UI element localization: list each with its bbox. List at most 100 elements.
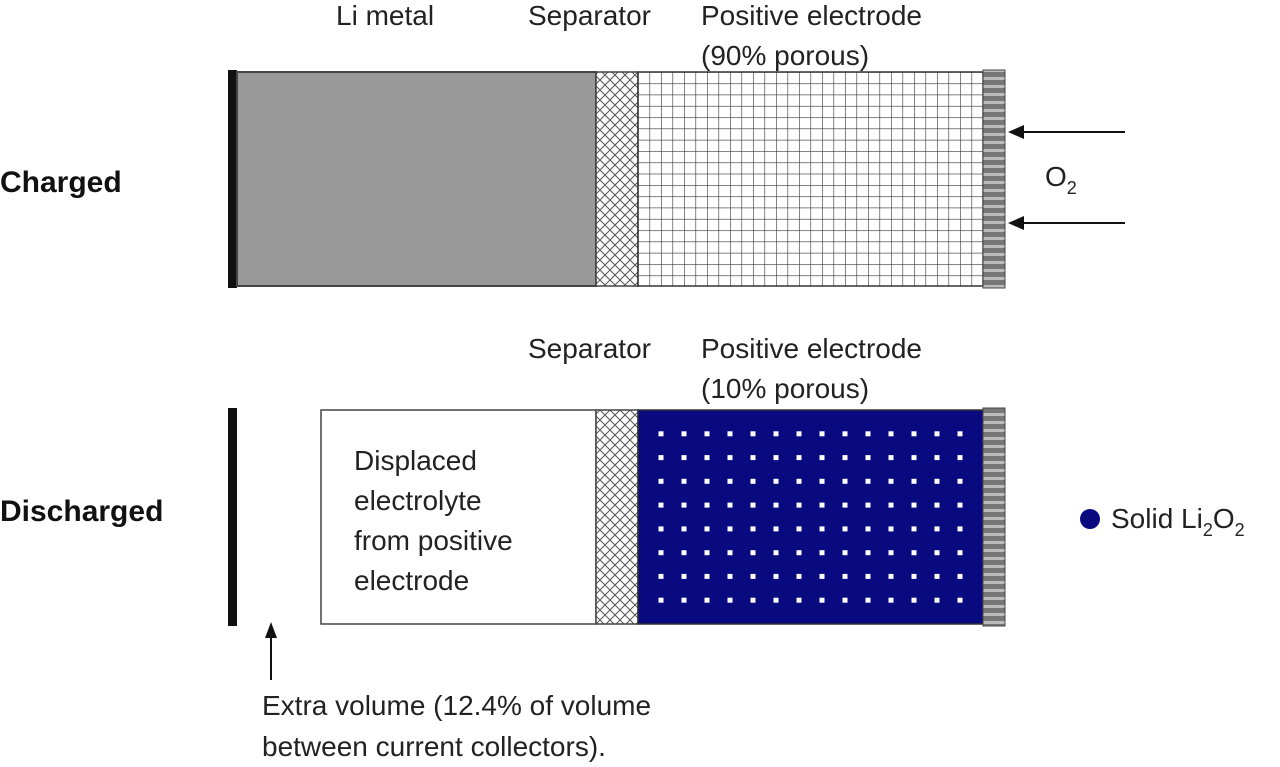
pore-speck [819, 526, 825, 532]
li2o2-particle [707, 577, 730, 600]
li2o2-particle [868, 434, 891, 457]
li2o2-particle [730, 410, 753, 433]
pore-speck [865, 455, 871, 461]
discharged-cell [228, 407, 1006, 680]
li2o2-particle [891, 506, 914, 528]
legend-label: Solid Li2O2 [1111, 503, 1245, 540]
pore-speck [911, 478, 917, 484]
li2o2-particle [799, 458, 822, 481]
pore-speck [819, 550, 825, 556]
li2o2-particle [914, 553, 937, 576]
pore-speck [957, 478, 963, 484]
li2o2-particle [684, 577, 707, 600]
li2o2-particle [707, 601, 730, 624]
li2o2-particle [730, 601, 753, 624]
pore-speck [681, 455, 687, 461]
pore-speck [704, 573, 710, 579]
li2o2-particle [707, 553, 730, 576]
li2o2-particle [661, 577, 684, 600]
li2o2-particle [638, 434, 661, 457]
pore-speck [842, 526, 848, 532]
li2o2-particle [799, 410, 822, 433]
li2o2-particle [822, 434, 845, 457]
pore-speck [681, 526, 687, 532]
li2o2-particle [661, 410, 684, 433]
li2o2-particle [845, 434, 868, 457]
positive-electrode-porous-grid [637, 71, 984, 287]
li2o2-particle [868, 601, 891, 624]
porosity-label-discharged: (10% porous) [701, 373, 869, 404]
li2o2-particle [914, 458, 937, 481]
pore-speck [727, 478, 733, 484]
pore-speck [819, 573, 825, 579]
li2o2-particle [730, 482, 753, 505]
li2o2-particle [799, 506, 822, 528]
li2o2-particle [845, 601, 868, 624]
li2o2-particle [730, 506, 753, 528]
li2o2-particle [638, 553, 661, 576]
li2o2-particle [868, 553, 891, 576]
pore-speck [934, 526, 940, 532]
pore-speck [727, 573, 733, 579]
li2o2-particle [684, 529, 707, 552]
li2o2-particle [799, 577, 822, 600]
li2o2-particle [776, 482, 799, 505]
li2o2-particle [661, 458, 684, 481]
pore-speck [911, 526, 917, 532]
li2o2-particle [845, 458, 868, 481]
pore-speck [704, 455, 710, 461]
li2o2-particle [753, 529, 776, 552]
o2-arrow-bottom [1008, 216, 1125, 230]
pore-speck [888, 502, 894, 508]
li2o2-particle [914, 529, 937, 552]
li-metal-label: Li metal [336, 0, 434, 31]
extra-volume-arrow [265, 622, 277, 680]
separator-label-discharged: Separator [528, 333, 651, 364]
pore-speck [727, 431, 733, 437]
pore-speck [773, 431, 779, 437]
pore-speck [727, 550, 733, 556]
pore-speck [934, 502, 940, 508]
li2o2-particle [638, 577, 661, 600]
li2o2-particle [960, 434, 983, 457]
pore-speck [957, 455, 963, 461]
pore-speck [658, 573, 664, 579]
li2o2-particle [638, 601, 661, 624]
pore-speck [819, 431, 825, 437]
li2o2-particle [707, 410, 730, 433]
pore-speck [842, 502, 848, 508]
pore-speck [888, 478, 894, 484]
pore-speck [934, 478, 940, 484]
pore-speck [658, 455, 664, 461]
li2o2-particle [661, 529, 684, 552]
li2o2-particle [822, 577, 845, 600]
pore-speck [658, 502, 664, 508]
li2o2-particle [753, 458, 776, 481]
negative-current-collector [228, 70, 237, 288]
li2o2-particle [914, 577, 937, 600]
pore-speck [842, 431, 848, 437]
pore-speck [842, 455, 848, 461]
li2o2-particle [845, 482, 868, 505]
pore-speck [957, 597, 963, 603]
displaced-electrolyte-region [320, 409, 597, 625]
li2o2-particle [707, 506, 730, 528]
pore-speck [704, 550, 710, 556]
li2o2-particle [960, 458, 983, 481]
li2o2-particle [638, 458, 661, 481]
li2o2-particle [822, 529, 845, 552]
pore-speck [727, 597, 733, 603]
li2o2-particle [822, 553, 845, 576]
pore-speck [727, 526, 733, 532]
pore-speck [750, 526, 756, 532]
li2o2-particle [937, 458, 960, 481]
pore-speck [934, 597, 940, 603]
separator-discharged [595, 409, 639, 625]
li2o2-particle [891, 577, 914, 600]
displaced-text-line-1: Displaced [354, 445, 477, 476]
li2o2-particle [868, 577, 891, 600]
li2o2-particle [845, 410, 868, 433]
li2o2-particle [845, 553, 868, 576]
pore-speck [796, 526, 802, 532]
pore-speck [704, 597, 710, 603]
